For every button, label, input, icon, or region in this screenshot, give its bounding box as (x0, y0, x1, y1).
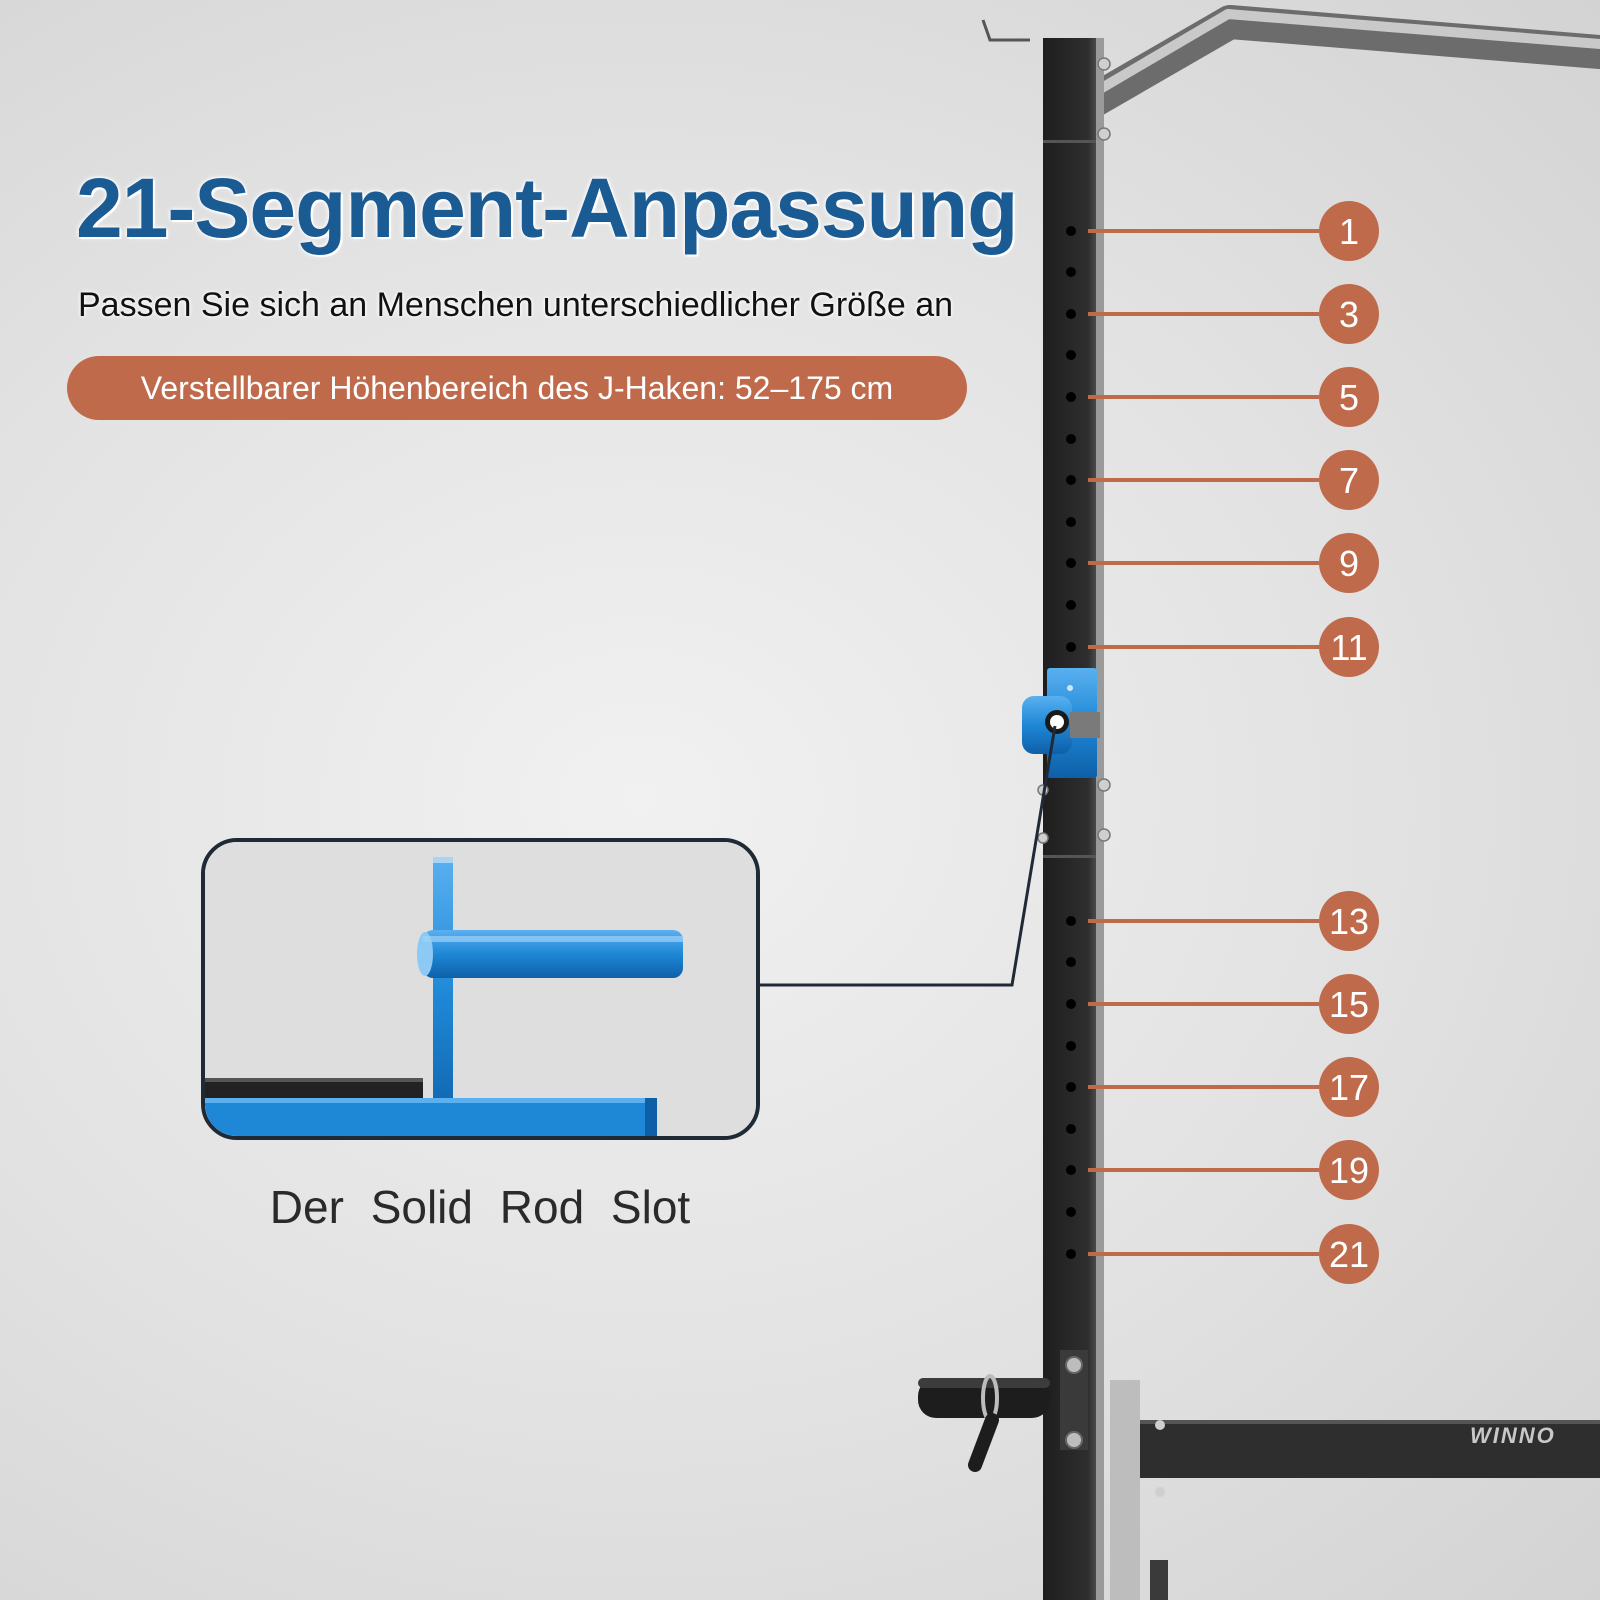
marker-circle (1319, 284, 1379, 344)
marker-circle (1319, 1224, 1379, 1284)
marker-circle (1319, 533, 1379, 593)
pull-up-bar (1078, 5, 1600, 117)
detail-caption: Der Solid Rod Slot (269, 1181, 691, 1233)
marker-circle (1319, 1140, 1379, 1200)
marker-label: 11 (1330, 627, 1367, 668)
page-title: 21-Segment-Anpassung (76, 161, 1018, 255)
marker-label: 7 (1339, 460, 1359, 501)
marker-circle (1319, 617, 1379, 677)
marker-circle (1319, 974, 1379, 1034)
height-range-badge: Verstellbarer Höhenbereich des J-Haken: … (67, 356, 967, 420)
marker-label: 1 (1339, 211, 1359, 252)
base-frame: WINNO (1110, 1380, 1600, 1600)
brand-logo: WINNO (1470, 1423, 1556, 1448)
marker-label: 21 (1329, 1234, 1369, 1275)
marker-circle (1319, 1057, 1379, 1117)
upright-post (1037, 38, 1111, 1600)
marker-label: 5 (1339, 377, 1359, 418)
detail-inset (201, 838, 760, 1140)
detail-connector-line (758, 725, 1057, 987)
page-subtitle: Passen Sie sich an Menschen unterschiedl… (78, 286, 954, 324)
marker-circle (1319, 367, 1379, 427)
marker-label: 15 (1329, 984, 1369, 1025)
marker-label: 19 (1329, 1150, 1369, 1191)
marker-label: 9 (1339, 543, 1359, 584)
marker-label: 13 (1329, 901, 1369, 942)
marker-circle (1319, 891, 1379, 951)
marker-label: 17 (1329, 1067, 1369, 1108)
top-hook (981, 19, 1030, 42)
marker-circle (1319, 201, 1379, 261)
j-hook (1022, 668, 1100, 778)
marker-circle (1319, 450, 1379, 510)
adjustment-holes (1066, 226, 1076, 1259)
weight-peg (918, 1374, 1050, 1472)
marker-label: 3 (1339, 294, 1359, 335)
